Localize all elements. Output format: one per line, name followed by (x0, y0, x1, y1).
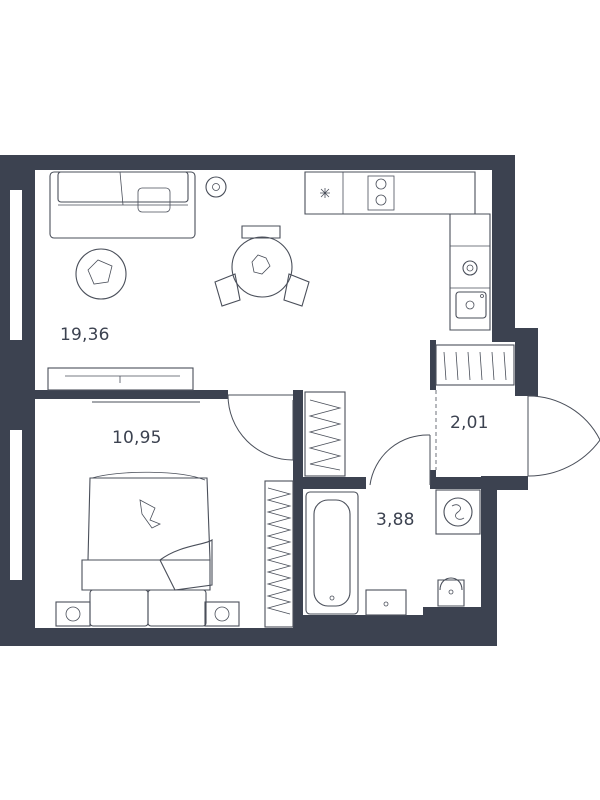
wardrobe-icon (304, 391, 346, 477)
washing-machine-icon (435, 489, 481, 535)
washbasin-icon (365, 589, 407, 616)
wardrobe-icon (435, 344, 515, 470)
fridge-icon (320, 188, 330, 198)
door-bedroom (227, 394, 294, 461)
toilet-icon (437, 577, 465, 607)
tv-icon (47, 367, 194, 391)
dishwasher-icon (462, 260, 478, 276)
stove-icon (367, 175, 395, 211)
armchair-icon (205, 176, 227, 198)
room-area-bathroom: 3,88 (376, 510, 415, 530)
nightstand-icon (55, 601, 240, 627)
walls (0, 155, 538, 646)
sofa-icon (49, 171, 196, 239)
dining-table-icon (214, 225, 310, 307)
door-entrance (527, 395, 600, 477)
coffee-table-icon (75, 248, 127, 300)
bed-icon (81, 471, 213, 627)
wardrobe-icon (264, 480, 294, 628)
sink-icon (455, 291, 487, 319)
room-area-living-kitchen: 19,36 (60, 325, 110, 345)
door-bathroom (369, 434, 431, 486)
kitchen-counter (304, 171, 491, 331)
room-area-hallway: 2,01 (450, 413, 489, 433)
room-area-bedroom: 10,95 (112, 428, 162, 448)
bathtub-icon (305, 491, 359, 615)
